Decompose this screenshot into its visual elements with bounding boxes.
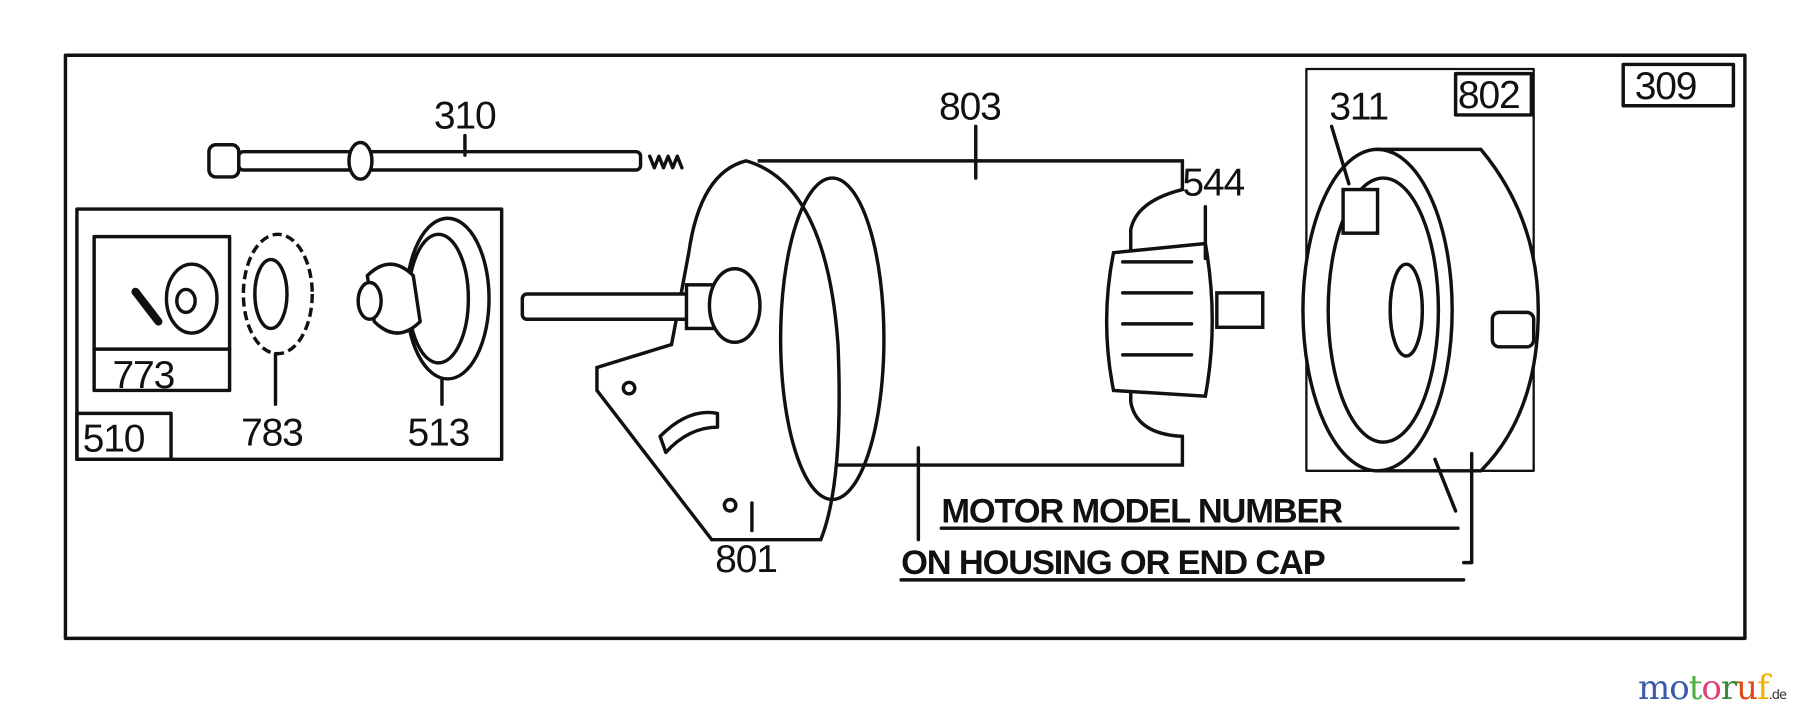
motoruf-watermark: motoruf.de [1638, 668, 1787, 708]
armature [1104, 205, 1265, 398]
label-309: 309 [1635, 65, 1697, 108]
note-line-1: MOTOR MODEL NUMBER [941, 492, 1343, 530]
wm-letter: o [1669, 668, 1690, 708]
clutch-assembly [356, 216, 491, 406]
wm-letter: r [1720, 668, 1737, 708]
wm-letter: u [1736, 668, 1758, 708]
diagram-frame [63, 53, 1747, 641]
note-leaders [899, 451, 1474, 582]
end-cap [1301, 124, 1540, 473]
label-544: 544 [1182, 161, 1244, 204]
label-773: 773 [113, 354, 175, 397]
label-801: 801 [715, 538, 777, 581]
frame-label-box [1621, 62, 1736, 108]
wm-letter: f [1757, 668, 1770, 708]
label-310: 310 [434, 95, 496, 138]
wm-letter: t [1688, 668, 1703, 708]
drive-kit-label-box [75, 411, 173, 462]
label-510: 510 [83, 417, 145, 460]
note-line-2: ON HOUSING OR END CAP [901, 544, 1325, 582]
label-803: 803 [939, 86, 1001, 129]
label-802: 802 [1458, 74, 1520, 117]
through-bolt [207, 133, 684, 181]
wm-letter: o [1701, 668, 1722, 708]
drive-kit-box [75, 207, 504, 462]
label-513: 513 [408, 412, 470, 455]
label-783: 783 [241, 412, 303, 455]
mounting-plate [520, 159, 921, 542]
wm-letter: m [1638, 668, 1670, 708]
wm-suffix: .de [1768, 688, 1787, 703]
end-cap-label-box [1453, 71, 1534, 117]
pinion-gear [241, 232, 314, 406]
pin-and-retainer [131, 262, 219, 335]
label-311: 311 [1329, 86, 1388, 129]
pin-retainer-box [92, 234, 232, 393]
